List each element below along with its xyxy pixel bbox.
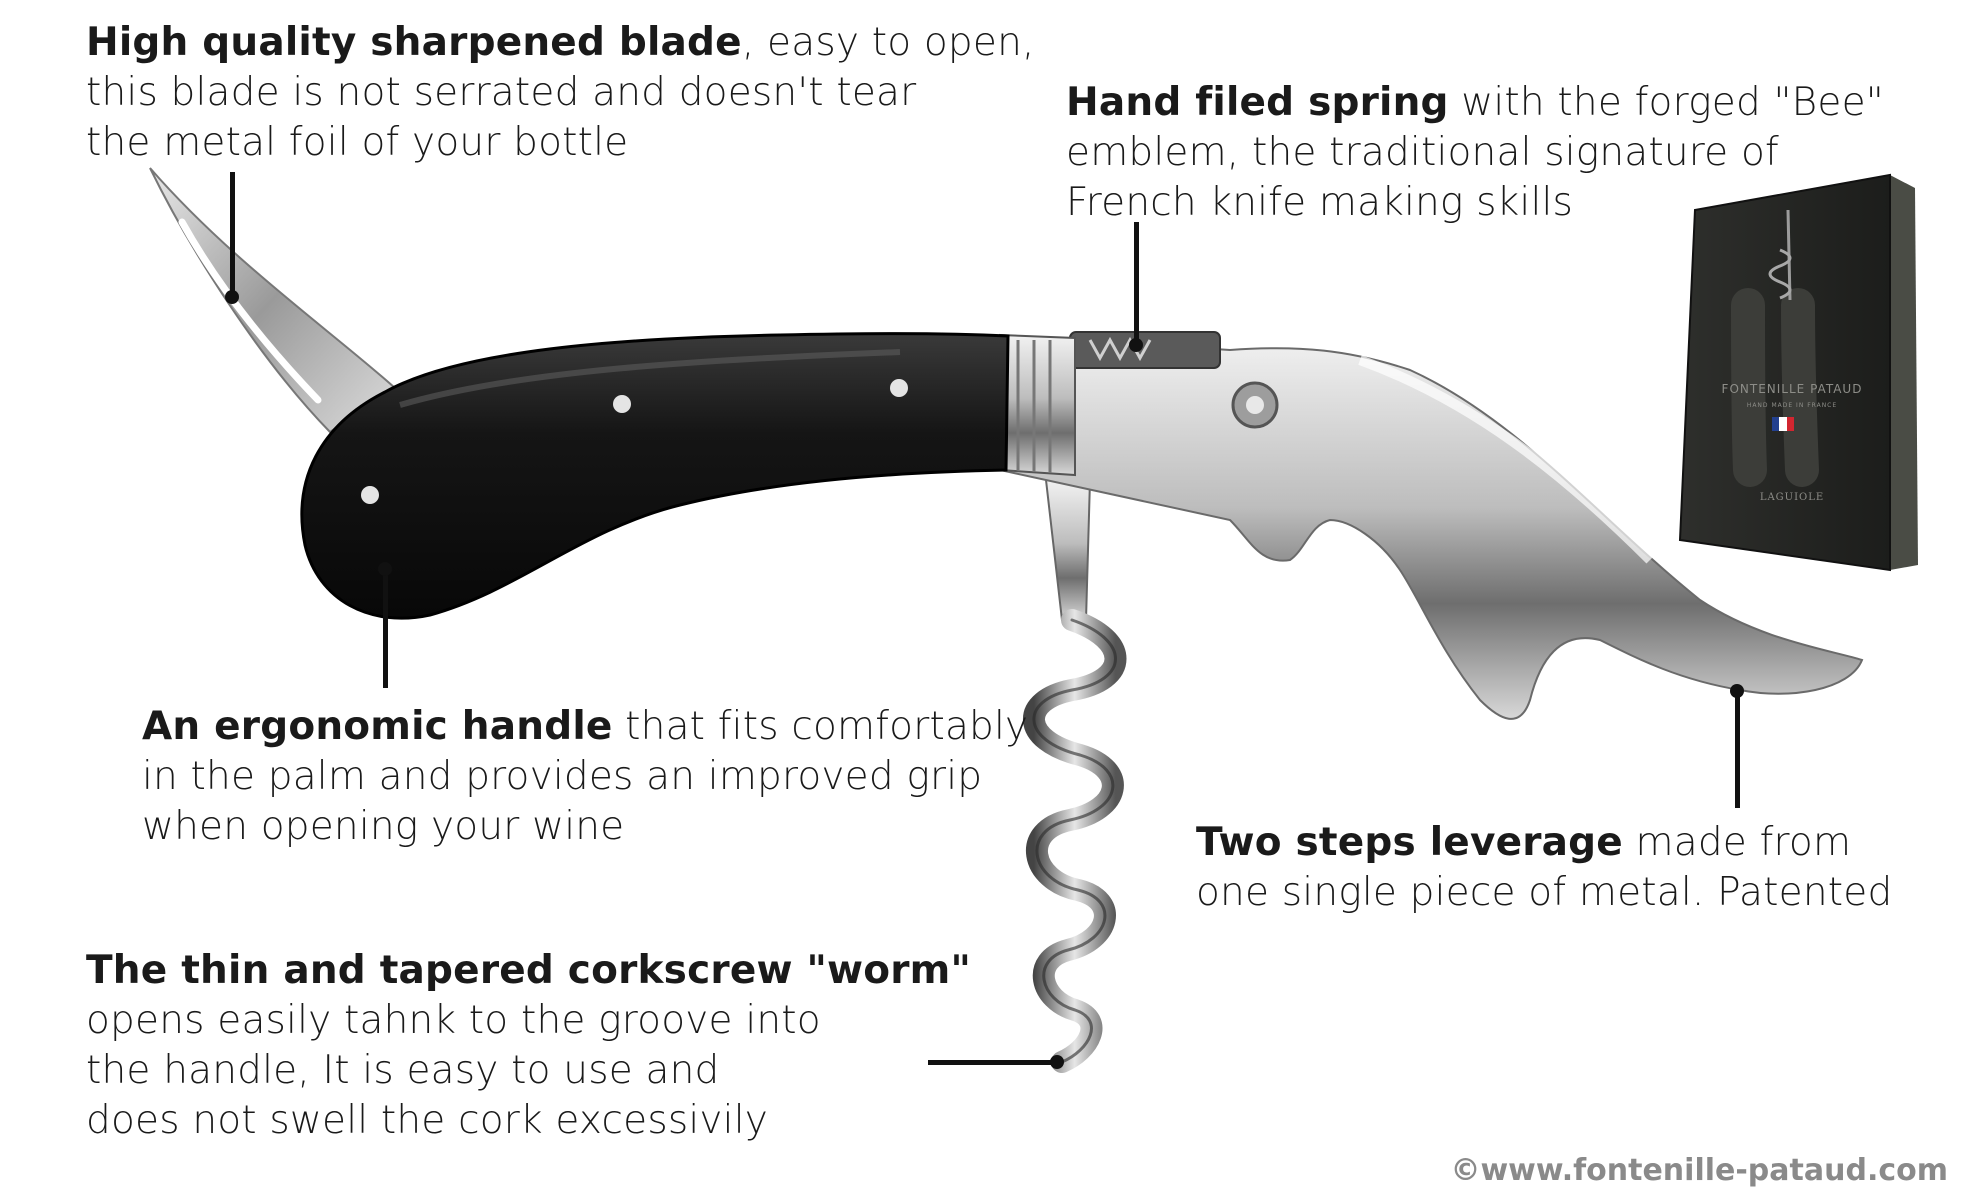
lever-callout-line2: one single piece of metal. Patented	[1196, 870, 1893, 915]
worm-leader-line	[928, 1060, 1058, 1065]
box-brand-text: FONTENILLE PATAUD	[1721, 382, 1863, 396]
worm-callout: The thin and tapered corkscrew "worm" op…	[86, 946, 971, 1146]
copyright-text: ©www.fontenille-pataud.com	[1450, 1153, 1948, 1188]
lever-callout-text: made from	[1622, 820, 1852, 865]
blade-callout-line3: the metal foil of your bottle	[86, 120, 629, 165]
worm-leader-dot	[1050, 1055, 1064, 1069]
handle-leader-line	[383, 568, 388, 688]
handle-callout-line2: in the palm and provides an improved gri…	[142, 754, 983, 799]
blade-leader-line	[230, 172, 235, 294]
handle-callout: An ergonomic handle that fits comfortabl…	[142, 702, 1028, 852]
blade-graphic	[149, 167, 397, 434]
spring-leader-dot	[1129, 338, 1143, 352]
blade-callout-text: , easy to open,	[741, 20, 1035, 65]
worm-callout-line3: the handle, It is easy to use and	[86, 1048, 720, 1093]
spring-callout-line3: French knife making skills	[1066, 180, 1574, 225]
lever-callout: Two steps leverage made from one single …	[1196, 818, 1892, 918]
blade-callout-line2: this blade is not serrated and doesn't t…	[86, 70, 917, 115]
worm-callout-title: The thin and tapered corkscrew "worm"	[86, 948, 972, 993]
handle-callout-text: that fits comfortably	[612, 704, 1029, 749]
worm-callout-line4: does not swell the cork excessivily	[86, 1098, 769, 1143]
spring-callout-text: with the forged "Bee"	[1448, 80, 1884, 125]
lever-callout-title: Two steps leverage	[1196, 820, 1623, 865]
blade-callout-title: High quality sharpened blade	[86, 20, 742, 65]
handle-callout-title: An ergonomic handle	[142, 704, 613, 749]
spring-leader-line	[1134, 222, 1139, 342]
spring-callout: Hand filed spring with the forged "Bee" …	[1066, 78, 1884, 228]
worm-callout-line2: opens easily tahnk to the groove into	[86, 998, 821, 1043]
spring-callout-title: Hand filed spring	[1066, 80, 1449, 125]
handle-callout-line3: when opening your wine	[142, 804, 625, 849]
handle-leader-dot	[378, 562, 392, 576]
box-sub-text: HAND MADE IN FRANCE	[1746, 402, 1838, 409]
box-model-text: LAGUIOLE	[1759, 492, 1825, 503]
blade-callout: High quality sharpened blade, easy to op…	[86, 18, 1035, 168]
lever-leader-line	[1735, 690, 1740, 808]
worm-graphic	[1023, 479, 1127, 1073]
gift-box-graphic	[1678, 173, 1918, 572]
blade-leader-dot	[225, 290, 239, 304]
lever-graphic	[999, 331, 1864, 720]
lever-leader-dot	[1730, 684, 1744, 698]
spring-callout-line2: emblem, the traditional signature of	[1066, 130, 1779, 175]
handle-graphic	[300, 332, 1010, 620]
